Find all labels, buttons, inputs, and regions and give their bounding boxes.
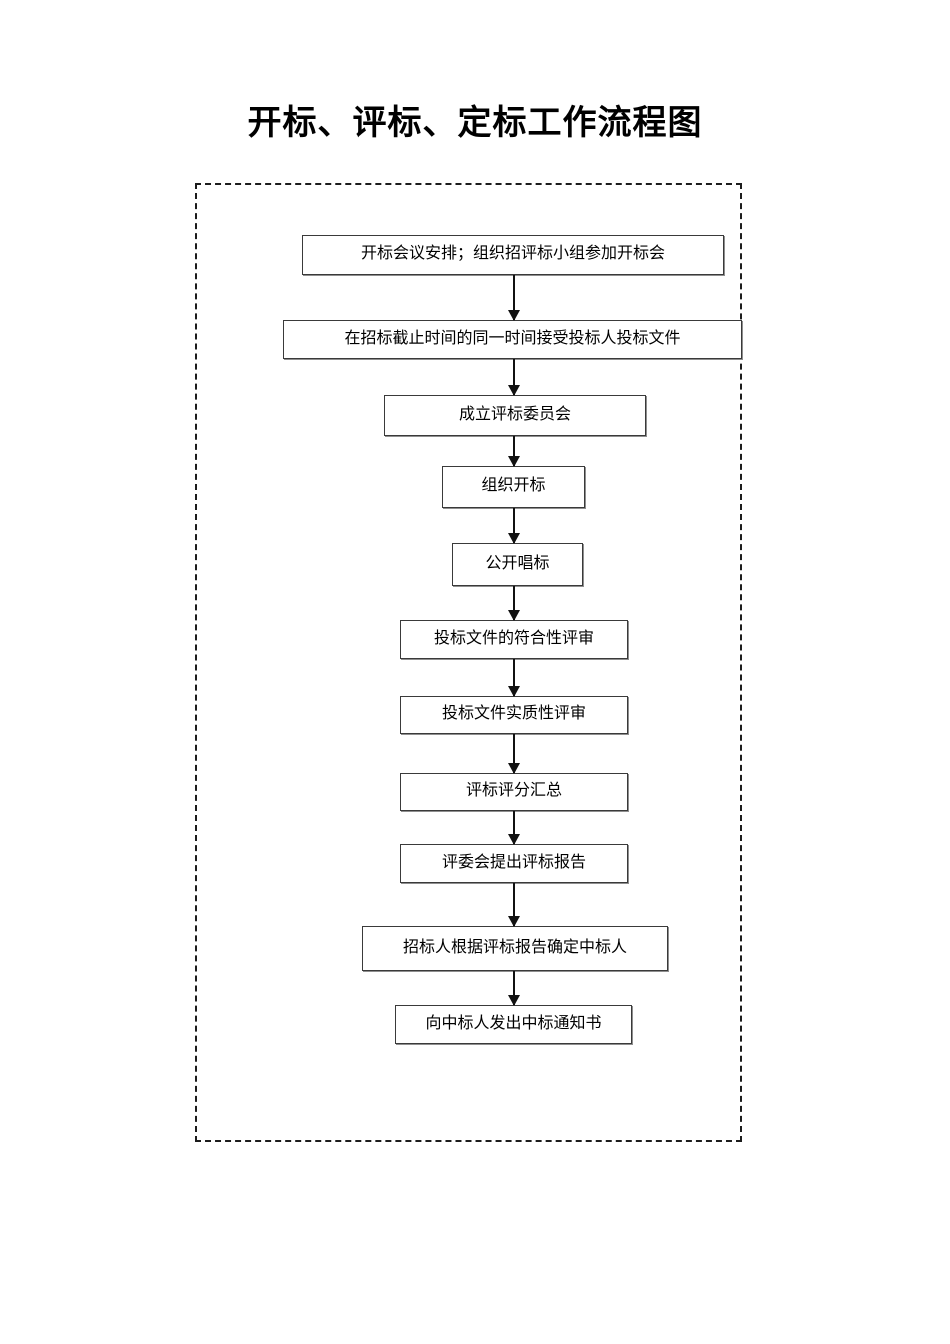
flow-node-open-bid-meeting-arrangement[interactable]: 开标会议安排；组织招评标小组参加开标会 [302, 235, 724, 275]
flow-node-establish-evaluation-committee[interactable]: 成立评标委员会 [384, 395, 646, 436]
flow-arrow-n3-n4 [508, 436, 520, 467]
flow-node-public-bid-announcement[interactable]: 公开唱标 [452, 543, 583, 586]
flow-arrow-n6-n7 [508, 659, 520, 697]
flow-node-label: 开标会议安排；组织招评标小组参加开标会 [360, 243, 665, 263]
flow-arrow-n1-n2 [508, 275, 520, 321]
flow-arrow-n4-n5 [508, 508, 520, 544]
flow-node-label: 评委会提出评标报告 [441, 851, 586, 871]
flow-node-evaluation-report[interactable]: 评委会提出评标报告 [400, 844, 628, 883]
flow-node-label: 向中标人发出中标通知书 [425, 1012, 602, 1032]
flowchart-dashed-frame [195, 183, 742, 1142]
flow-node-organize-bid-opening[interactable]: 组织开标 [442, 466, 585, 508]
flow-arrow-n5-n6 [508, 586, 520, 621]
flow-arrow-n7-n8 [508, 734, 520, 774]
page-title: 开标、评标、定标工作流程图 [247, 103, 703, 143]
flow-node-compliance-review[interactable]: 投标文件的符合性评审 [400, 620, 628, 659]
flow-arrow-n9-n10 [508, 883, 520, 927]
flow-node-label: 在招标截止时间的同一时间接受投标人投标文件 [344, 327, 681, 347]
flow-node-label: 投标文件的符合性评审 [433, 627, 594, 647]
flow-arrow-n10-n11 [508, 971, 520, 1006]
flow-arrow-n2-n3 [508, 359, 520, 396]
flow-node-label: 投标文件实质性评审 [441, 703, 586, 723]
flow-node-substantive-review[interactable]: 投标文件实质性评审 [400, 696, 628, 734]
flow-arrow-n8-n9 [508, 811, 520, 845]
flow-node-receive-bid-documents[interactable]: 在招标截止时间的同一时间接受投标人投标文件 [283, 320, 742, 359]
flow-node-label: 评标评分汇总 [465, 780, 562, 800]
flow-node-score-summary[interactable]: 评标评分汇总 [400, 773, 628, 811]
flow-node-label: 成立评标委员会 [458, 403, 571, 423]
flow-node-label: 招标人根据评标报告确定中标人 [402, 936, 627, 956]
flow-node-label: 组织开标 [481, 475, 546, 495]
flow-node-label: 公开唱标 [485, 552, 550, 572]
flow-node-issue-award-notice[interactable]: 向中标人发出中标通知书 [395, 1005, 632, 1044]
flow-node-determine-winning-bidder[interactable]: 招标人根据评标报告确定中标人 [362, 926, 668, 971]
